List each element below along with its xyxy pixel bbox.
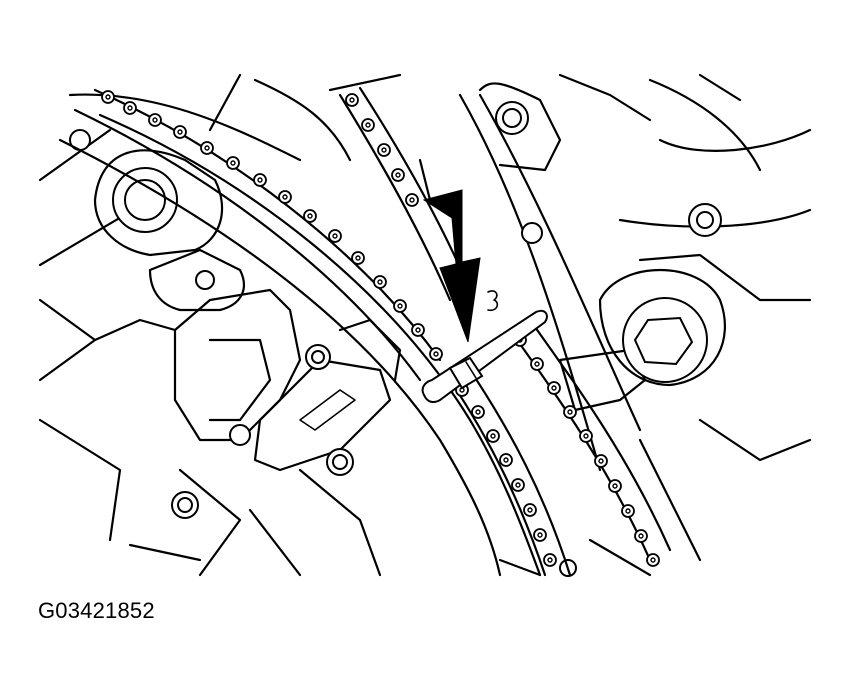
indicator-arrow (422, 189, 481, 343)
timing-chain-upper-strand (73, 88, 443, 382)
chain-locking-pin (421, 309, 548, 404)
engine-housing-outline (38, 73, 812, 577)
chain-guide-rail (58, 113, 542, 577)
chain-links-upper (101, 90, 443, 361)
small-part-mark (487, 290, 499, 312)
right-guide-block (478, 82, 726, 577)
lower-left-bolt (171, 491, 199, 519)
chain-links-center (345, 93, 419, 207)
chain-links-lower-left (455, 383, 557, 567)
left-mounting-bracket (69, 129, 246, 312)
chain-tensioner (173, 288, 402, 476)
figure-code: G03421852 (38, 598, 155, 623)
